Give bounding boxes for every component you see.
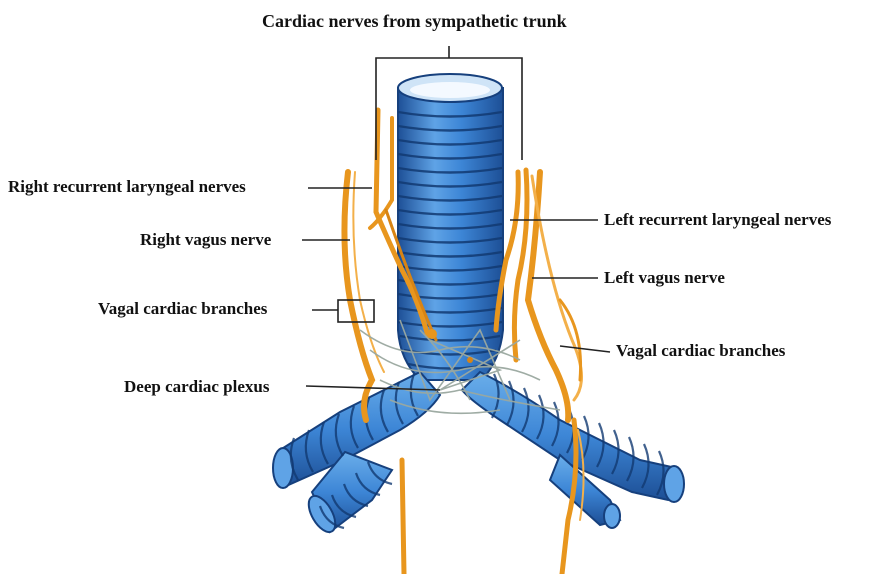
plexus-ganglion: [427, 329, 437, 339]
label-vagal-cardiac-branches-left-side: Vagal cardiac branches: [616, 342, 785, 359]
label-right-recurrent-laryngeal-nerves: Right recurrent laryngeal nerves: [8, 178, 246, 195]
leader-vagal-right: [560, 346, 610, 352]
label-left-recurrent-laryngeal-nerves: Left recurrent laryngeal nerves: [604, 211, 831, 228]
label-deep-cardiac-plexus: Deep cardiac plexus: [124, 378, 269, 395]
label-vagal-cardiac-branches-right-side: Vagal cardiac branches: [98, 300, 267, 317]
right-main-bronchus: [273, 372, 440, 536]
label-right-vagus-nerve: Right vagus nerve: [140, 231, 271, 248]
left-vagus-nerve: [528, 172, 568, 420]
trachea: [398, 74, 503, 380]
label-left-vagus-nerve: Left vagus nerve: [604, 269, 725, 286]
right-vagus-nerve: [344, 172, 372, 420]
label-cardiac-nerves-sympathetic-trunk: Cardiac nerves from sympathetic trunk: [262, 12, 567, 30]
